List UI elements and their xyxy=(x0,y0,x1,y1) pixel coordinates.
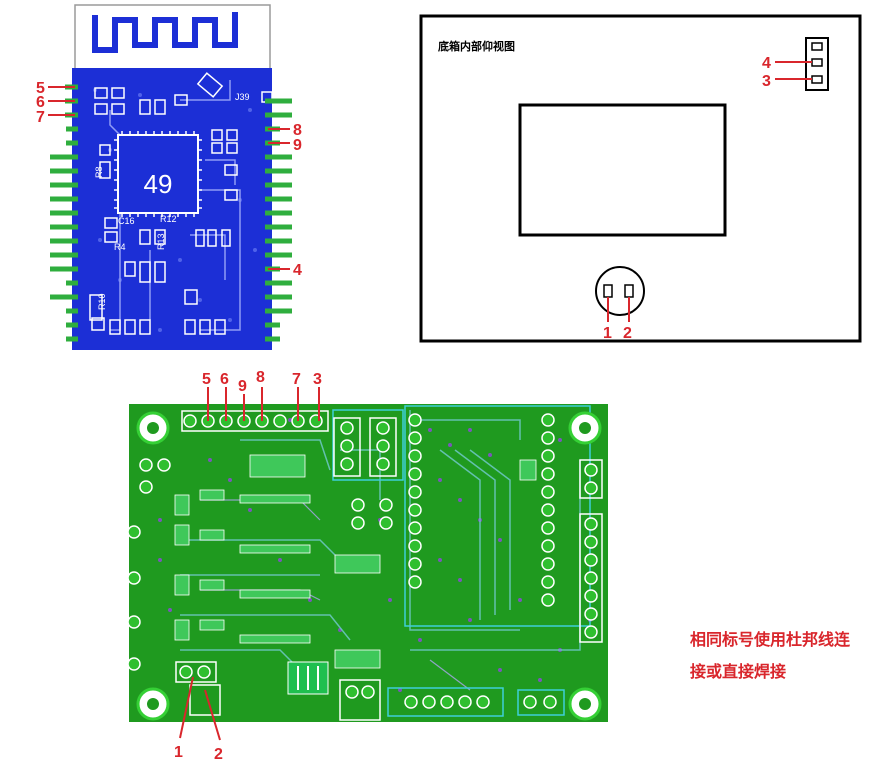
antenna-trace xyxy=(92,12,238,53)
connector-label-4: 4 xyxy=(762,55,771,72)
board-label-8: 8 xyxy=(256,369,265,386)
module-pin-label-5: 5 xyxy=(36,80,45,97)
board-label-3: 3 xyxy=(313,371,322,388)
main-board: 5 6 9 8 7 3 1 2 xyxy=(127,369,608,763)
enclosure-title: 底箱内部仰视图 xyxy=(438,39,515,53)
module-pin-label-6: 6 xyxy=(36,94,45,111)
module-pins-right xyxy=(265,98,292,342)
silk-label: R8 xyxy=(94,166,104,178)
enclosure-view: 底箱内部仰视图 4 3 1 2 xyxy=(419,14,862,343)
silk-label: R12 xyxy=(160,214,177,224)
socket-label-1: 1 xyxy=(603,325,612,342)
module-pin-label-4: 4 xyxy=(293,262,302,279)
board-label-9: 9 xyxy=(238,378,247,395)
module-pin-label-8: 8 xyxy=(293,122,302,139)
mcu-chip xyxy=(117,134,199,214)
silk-label: C16 xyxy=(118,216,135,226)
wifi-module: 49 J39 R8 C16 R1 xyxy=(36,4,302,350)
board-label-7: 7 xyxy=(292,371,301,388)
module-pin-label-7: 7 xyxy=(36,109,45,126)
mounting-holes xyxy=(136,411,602,721)
socket-label-2: 2 xyxy=(623,325,632,342)
silk-label: R4 xyxy=(114,242,126,252)
top-header xyxy=(181,410,329,432)
module-pin-label-9: 9 xyxy=(293,137,302,154)
board-label-1: 1 xyxy=(174,744,183,761)
board-label-6: 6 xyxy=(220,371,229,388)
connector-label-3: 3 xyxy=(762,73,771,90)
chip-label: 49 xyxy=(144,169,173,199)
connector-header xyxy=(805,37,829,91)
board-label-2: 2 xyxy=(214,746,223,763)
silk-label: R13 xyxy=(156,233,166,250)
board-label-5: 5 xyxy=(202,371,211,388)
note-line-2: 接或直接焊接 xyxy=(690,662,787,681)
note-line-1: 相同标号使用杜邦线连 xyxy=(690,630,851,649)
power-socket xyxy=(595,266,645,316)
display-window xyxy=(518,103,727,237)
silk-label: R10 xyxy=(97,293,107,310)
silk-label: J39 xyxy=(235,92,250,102)
